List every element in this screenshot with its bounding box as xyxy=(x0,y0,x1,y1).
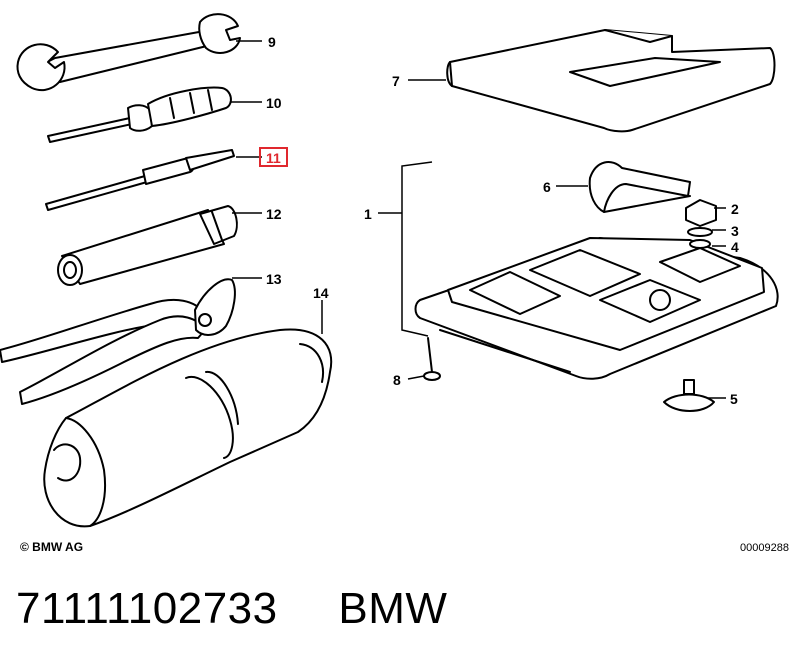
tool-pouch-icon xyxy=(43,328,333,528)
callout-labels: 9 10 11 12 13 14 7 1 6 2 3 4 5 8 xyxy=(266,34,739,407)
callout-7: 7 xyxy=(392,73,400,89)
screwdriver-icon xyxy=(47,86,232,143)
pin-punch-icon xyxy=(45,149,235,211)
washer-icon xyxy=(687,227,713,249)
strap-icon xyxy=(588,161,691,213)
callout-12: 12 xyxy=(266,206,282,222)
pliers-icon xyxy=(0,278,236,405)
cover-icon xyxy=(446,29,776,133)
callout-11: 11 xyxy=(266,150,281,166)
callout-4: 4 xyxy=(731,239,739,255)
callout-10: 10 xyxy=(266,95,282,111)
highlight-box xyxy=(259,147,288,167)
wrench-icon xyxy=(16,13,241,91)
callout-9: 9 xyxy=(268,34,276,50)
callout-14: 14 xyxy=(313,285,329,301)
callout-1: 1 xyxy=(364,206,372,222)
callout-3: 3 xyxy=(731,223,739,239)
brand-name: BMW xyxy=(338,584,448,633)
diagram-number: 00009288 xyxy=(740,542,789,554)
callout-5: 5 xyxy=(730,391,738,407)
part-number: 71111102733 xyxy=(16,584,278,633)
screw-icon xyxy=(423,337,441,381)
copyright-notice: © BMW AG xyxy=(20,540,84,554)
wing-screw-icon xyxy=(663,379,715,412)
nut-icon xyxy=(685,199,717,227)
tool-tray-icon xyxy=(414,237,779,380)
callout-13: 13 xyxy=(266,271,282,287)
leader-lines xyxy=(230,40,726,399)
callout-8: 8 xyxy=(393,372,401,388)
parts-diagram: 9 10 11 12 13 14 7 1 6 2 3 4 5 8 xyxy=(0,13,779,528)
part-caption: 71111102733 BMW xyxy=(16,584,447,634)
callout-2: 2 xyxy=(731,201,739,217)
socket-wrench-icon xyxy=(57,205,238,286)
callout-6: 6 xyxy=(543,179,551,195)
